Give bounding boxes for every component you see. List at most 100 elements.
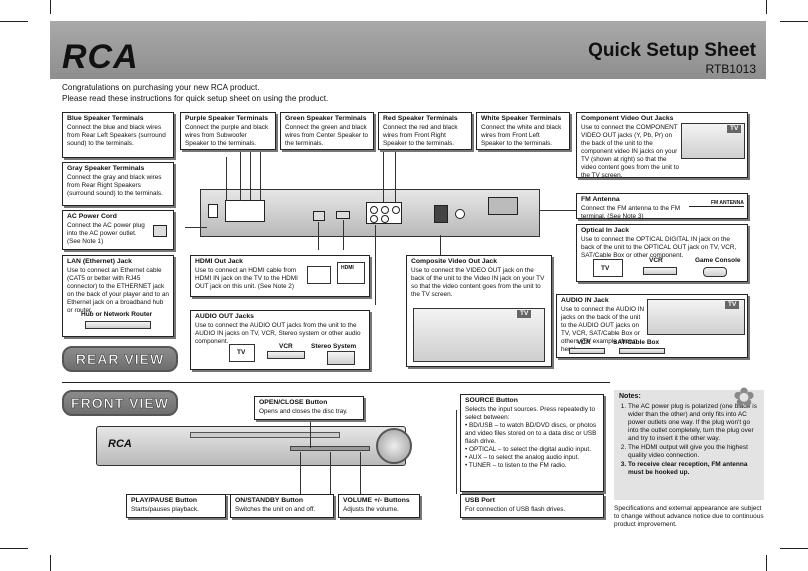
callout-line <box>343 220 344 250</box>
callout-text: Connect the FM antenna to the FM termina… <box>581 204 681 220</box>
spec-disclaimer: Specifications and external appearance a… <box>614 505 764 528</box>
list-item: OPTICAL – to select the digital audio in… <box>465 446 599 454</box>
flower-decoration-icon: ✿ <box>733 382 755 412</box>
callout-text: Connect the white and black wires from F… <box>481 123 562 147</box>
crop-mark <box>0 21 28 22</box>
callout-line <box>456 410 457 494</box>
callout-line <box>540 210 578 211</box>
device-label: VCR <box>279 343 293 350</box>
callout-title: HDMI Out Jack <box>195 258 243 265</box>
callout-line <box>375 225 376 305</box>
device-label: Hub or Network Router <box>81 311 153 318</box>
note-item: The HDMI output will give you the highes… <box>628 444 759 460</box>
vcr-icon <box>643 267 677 275</box>
volume-callout: VOLUME +/- Buttons Adjusts the volume. <box>338 494 420 518</box>
callout-title: AUDIO OUT Jacks <box>195 313 254 320</box>
callout-title: ON/STANDBY Button <box>235 497 304 504</box>
jack-connector <box>392 206 400 214</box>
header-bar <box>50 21 766 79</box>
crop-mark <box>780 548 808 549</box>
device-label: SAT/Cable Box <box>613 339 660 346</box>
fm-antenna-wire <box>689 206 744 207</box>
callout-title: Component Video Out Jacks <box>581 115 674 122</box>
callout-line <box>240 150 241 201</box>
source-button-callout: SOURCE Button Selects the input sources.… <box>460 394 604 492</box>
device-label: VCR <box>577 339 591 346</box>
source-list: BD/USB – to watch BD/DVD discs, or photo… <box>465 422 599 470</box>
callout-text: For connection of USB flash drives. <box>465 505 566 513</box>
blue-speaker-callout: Blue Speaker Terminals Connect the blue … <box>62 112 174 158</box>
callout-text: Use to connect an Ethernet cable (CAT5 o… <box>67 266 169 314</box>
callout-text: Use to connect the OPTICAL DIGITAL IN ja… <box>581 235 737 259</box>
callout-title: AUDIO IN Jack <box>561 297 609 304</box>
component-video-callout: Component Video Out Jacks Use to connect… <box>576 112 748 179</box>
callout-text: Use to connect the COMPONENT VIDEO OUT j… <box>581 123 680 179</box>
hdmi-label: HDMI <box>341 265 354 271</box>
front-view-label: FRONT VIEW <box>62 390 178 416</box>
jack-connector <box>381 215 389 223</box>
sat-cable-box-icon <box>619 348 665 354</box>
callout-line <box>360 452 361 494</box>
callout-title: Green Speaker Terminals <box>285 115 367 122</box>
device-label: Stereo System <box>311 343 357 350</box>
callout-text: Connect the AC power plug into the AC po… <box>67 221 145 245</box>
hdmi-connector-icon <box>337 262 365 284</box>
intro-line: Congratulations on purchasing your new R… <box>62 83 260 92</box>
callout-text: Connect the red and black wires from Fro… <box>383 123 458 147</box>
callout-title: Optical In Jack <box>581 227 629 234</box>
brand-logo: RCA <box>62 38 139 76</box>
tv-badge: TV <box>517 310 532 318</box>
callout-title: PLAY/PAUSE Button <box>131 497 198 504</box>
callout-text: Connect the green and black wires from C… <box>285 123 369 147</box>
optical-in-callout: Optical In Jack Use to connect the OPTIC… <box>576 224 748 282</box>
rear-view-label: REAR VIEW <box>62 346 178 372</box>
callout-title: SOURCE Button <box>465 397 518 404</box>
crop-mark <box>766 0 767 14</box>
callout-title: OPEN/CLOSE Button <box>259 399 328 406</box>
volume-knob <box>376 428 412 464</box>
tv-icon <box>307 266 331 284</box>
fm-antenna-label: FM ANTENNA <box>711 200 744 206</box>
hdmi-port <box>336 211 350 219</box>
tv-icon <box>593 259 623 277</box>
green-speaker-callout: Green Speaker Terminals Connect the gree… <box>280 112 374 150</box>
intro-line: Please read these instructions for quick… <box>62 94 329 103</box>
front-button-strip <box>290 446 370 451</box>
tv-badge: TV <box>725 301 740 309</box>
device-label: TV <box>237 349 246 356</box>
callout-title: USB Port <box>465 497 495 504</box>
callout-text: Connect the blue and black wires from Re… <box>67 123 166 147</box>
callout-title: Red Speaker Terminals <box>383 115 458 122</box>
usb-port-callout: USB Port For connection of USB flash dri… <box>460 494 604 518</box>
section-divider <box>62 382 610 383</box>
device-label: Game Console <box>695 257 741 264</box>
callout-line <box>310 418 311 448</box>
device-label: VCR <box>649 257 663 264</box>
fan-grille <box>488 197 518 215</box>
callout-title: Gray Speaker Terminals <box>67 165 145 172</box>
jack-connector <box>381 206 389 214</box>
play-pause-callout: PLAY/PAUSE Button Starts/pauses playback… <box>126 494 226 518</box>
lan-callout: LAN (Ethernet) Jack Use to connect an Et… <box>62 255 174 337</box>
tv-badge: TV <box>727 125 742 133</box>
power-plug-icon <box>153 225 167 237</box>
audio-in-callout: AUDIO IN Jack Use to connect the AUDIO I… <box>556 294 748 358</box>
hdmi-out-callout: HDMI Out Jack Use to connect an HDMI cab… <box>190 255 370 297</box>
callout-text: Selects the input sources. Press repeate… <box>465 405 596 421</box>
fm-antenna-jack <box>455 209 465 219</box>
model-number: RTB1013 <box>705 62 756 76</box>
tv-icon <box>229 344 255 362</box>
callout-line <box>185 227 207 228</box>
callout-text: Opens and closes the disc tray. <box>259 407 348 415</box>
composite-video-callout: Composite Video Out Jack Use to connect … <box>406 255 552 367</box>
note-item: To receive clear reception, FM antenna m… <box>628 461 759 477</box>
callout-text: Use to connect an HDMI cable from HDMI I… <box>195 266 298 290</box>
crop-mark <box>0 548 28 549</box>
callout-text: Use to connect the VIDEO OUT jack on the… <box>411 266 545 298</box>
callout-line <box>318 222 319 250</box>
callout-line <box>440 235 441 255</box>
callout-line <box>383 150 384 202</box>
callout-line <box>300 452 301 494</box>
callout-title: FM Antenna <box>581 196 620 203</box>
unit-logo: RCA <box>108 438 132 450</box>
